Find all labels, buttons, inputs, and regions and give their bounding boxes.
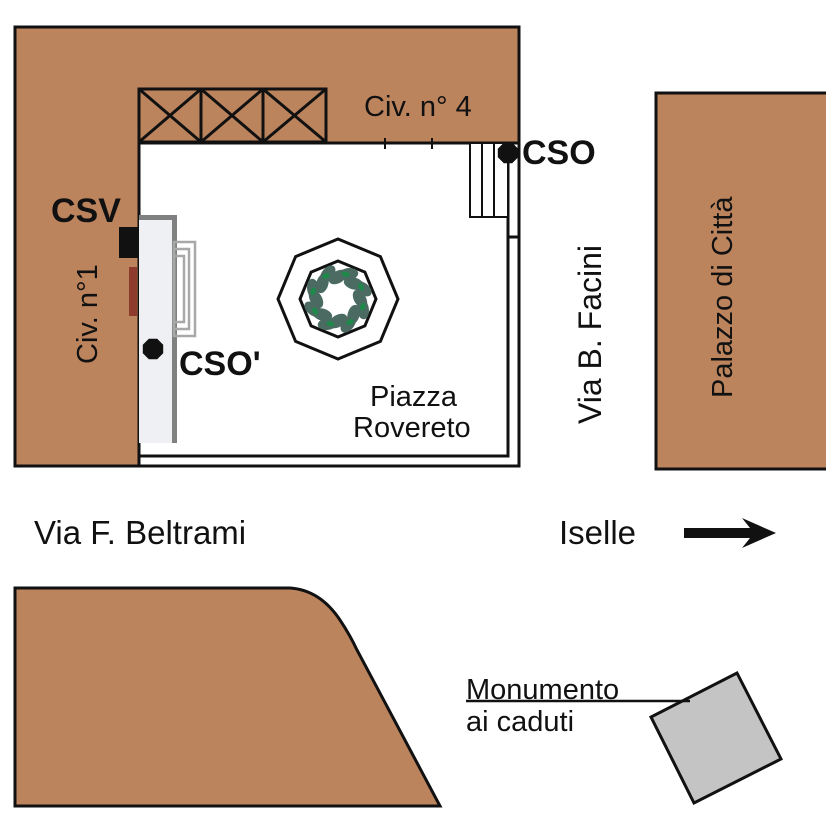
monumento-ai-caduti (648, 670, 784, 806)
label-palazzo: Palazzo di Città (707, 196, 739, 398)
entrance-ticks (384, 138, 433, 149)
label-via-facini: Via B. Facini (572, 245, 608, 424)
building-bottom-left (13, 586, 443, 808)
piazza-outline (139, 143, 521, 468)
label-civ-4: Civ. n° 4 (364, 91, 472, 123)
door-civ-1 (129, 267, 137, 316)
cso-marker (497, 142, 519, 164)
fountain-leaf-accent (358, 283, 364, 291)
fountain-outer-octagon (276, 237, 400, 361)
fountain-leaf-accent (341, 271, 350, 277)
arrow-right-icon (684, 518, 776, 548)
label-cso: CSO (522, 134, 596, 172)
arcade-crossed-boxes (137, 87, 328, 144)
fountain-leaf-accent (312, 307, 318, 315)
fountain-leaf-accent (326, 321, 335, 327)
label-via-beltrami: Via F. Beltrami (34, 514, 246, 551)
fountain-leaf-accent (322, 273, 330, 279)
label-monumento-line2: ai caduti (466, 706, 574, 738)
cso-prime-marker (142, 338, 164, 360)
palazzo-di-citta-building (654, 91, 826, 471)
fountain-leaf-accent (360, 302, 366, 311)
label-iselle: Iselle (559, 514, 636, 551)
entrance-steps (172, 240, 197, 338)
octagon-fountain-icon (276, 237, 400, 361)
building-facade-panel (139, 215, 177, 443)
label-monumento-line1: Monumento (466, 674, 619, 706)
label-piazza-line1: Piazza (370, 381, 458, 413)
label-cso-prime: CSO' (179, 345, 261, 383)
csv-box (119, 227, 138, 258)
label-csv: CSV (51, 192, 121, 230)
fountain-leaf-accent (310, 287, 316, 296)
label-piazza-line2: Rovereto (353, 412, 471, 444)
label-civ-1: Civ. n°1 (72, 264, 104, 364)
fountain-leaf-accent (346, 319, 354, 325)
